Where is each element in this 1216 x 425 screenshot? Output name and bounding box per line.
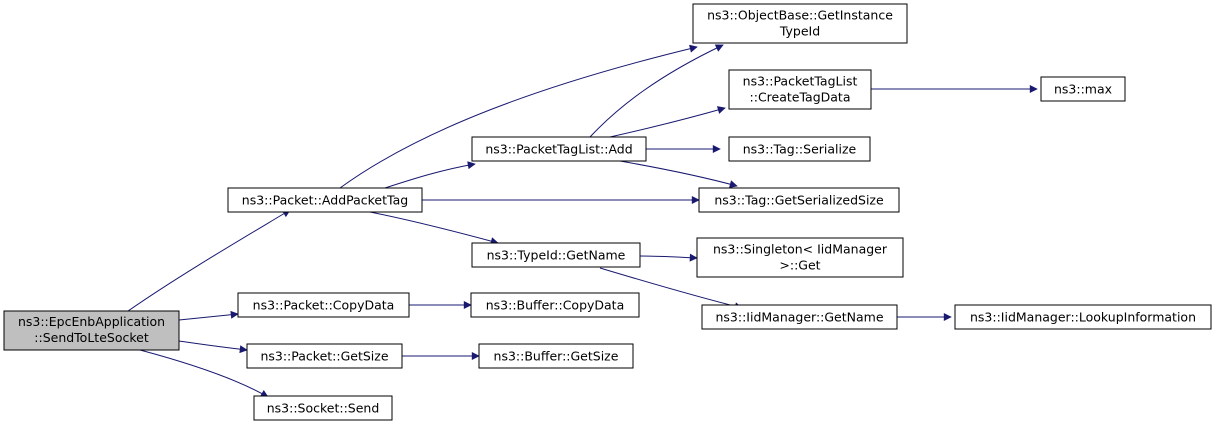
edge-root-to-get-size (178, 340, 248, 354)
edge-add-packet-tag-to-tag-list-add (384, 161, 476, 189)
node-singleton-get[interactable]: ns3::Singleton< IidManager >::Get (696, 237, 904, 278)
edge-typeid-get-name-to-iid-get-name (599, 267, 743, 311)
node-lookup-information[interactable]: ns3::IidManager::LookupInformation (954, 304, 1212, 330)
node-typeid-get-name[interactable]: ns3::TypeId::GetName (471, 242, 641, 268)
node-label-line: ns3::TypeId::GetName (487, 248, 626, 263)
node-create-tag-data[interactable]: ns3::PacketTagList ::CreateTagData (728, 69, 872, 110)
edge-root-to-socket-send (139, 349, 269, 398)
node-packet-tag-list-add[interactable]: ns3::PacketTagList::Add (471, 136, 647, 162)
edge-typeid-get-name-to-singleton-get (639, 253, 698, 262)
node-label-line: ns3::IidManager::LookupInformation (970, 310, 1196, 325)
node-label-line: ns3::Buffer::CopyData (486, 298, 625, 313)
node-label-line: ns3::Singleton< IidManager (713, 242, 888, 257)
node-get-size[interactable]: ns3::Packet::GetSize (246, 343, 403, 369)
node-get-instance-typeid[interactable]: ns3::ObjectBase::GetInstance TypeId (692, 3, 908, 44)
node-get-serialized-size[interactable]: ns3::Tag::GetSerializedSize (698, 187, 900, 213)
node-label-line: TypeId (779, 24, 820, 39)
node-label-line: ns3::max (1054, 82, 1112, 97)
node-max[interactable]: ns3::max (1040, 76, 1126, 102)
node-tag-serialize[interactable]: ns3::Tag::Serialize (728, 136, 871, 162)
edge-add-packet-tag-to-typeid-get-name (369, 211, 499, 245)
node-label-line: >::Get (779, 258, 820, 273)
node-label-line: ns3::ObjectBase::GetInstance (707, 8, 893, 23)
node-copy-data[interactable]: ns3::Packet::CopyData (237, 292, 410, 318)
edge-tag-list-add-to-create-tag-data (609, 106, 726, 138)
edge-tag-list-add-to-get-serialized-size (619, 160, 738, 188)
node-label-line: ns3::Packet::CopyData (253, 298, 395, 313)
node-send-to-lte-socket[interactable]: ns3::EpcEnbApplication ::SendToLteSocket (3, 310, 180, 351)
edge-root-to-add-packet-tag (127, 209, 291, 312)
node-label-line: ns3::Socket::Send (267, 401, 380, 416)
node-add-packet-tag[interactable]: ns3::Packet::AddPacketTag (227, 187, 423, 213)
node-label-line: ns3::PacketTagList::Add (485, 142, 632, 157)
node-socket-send[interactable]: ns3::Socket::Send (253, 395, 393, 421)
node-label-line: ns3::PacketTagList (743, 74, 858, 89)
node-buffer-get-size[interactable]: ns3::Buffer::GetSize (478, 343, 634, 369)
edge-root-to-copy-data (178, 310, 239, 321)
node-label-line: ns3::IidManager::GetName (715, 310, 883, 325)
node-label-line: ::SendToLteSocket (34, 330, 149, 345)
edge-tag-list-add-to-get-instance-typeid (589, 44, 724, 138)
node-label-line: ns3::Tag::GetSerializedSize (714, 193, 884, 208)
node-label-line: ::CreateTagData (750, 90, 851, 105)
node-label-line: ns3::Packet::AddPacketTag (242, 193, 408, 208)
node-label-line: ns3::Buffer::GetSize (494, 349, 619, 364)
node-iid-manager-get-name[interactable]: ns3::IidManager::GetName (701, 304, 898, 330)
node-label-line: ns3::Tag::Serialize (743, 142, 857, 157)
edge-add-packet-tag-to-get-instance-typeid (339, 44, 698, 189)
node-label-line: ns3::Packet::GetSize (260, 349, 388, 364)
edges (127, 44, 1038, 398)
nodes: ns3::EpcEnbApplication ::SendToLteSocket… (3, 3, 1212, 421)
node-label-line: ns3::EpcEnbApplication (18, 314, 165, 329)
node-buffer-copy-data[interactable]: ns3::Buffer::CopyData (470, 292, 640, 318)
